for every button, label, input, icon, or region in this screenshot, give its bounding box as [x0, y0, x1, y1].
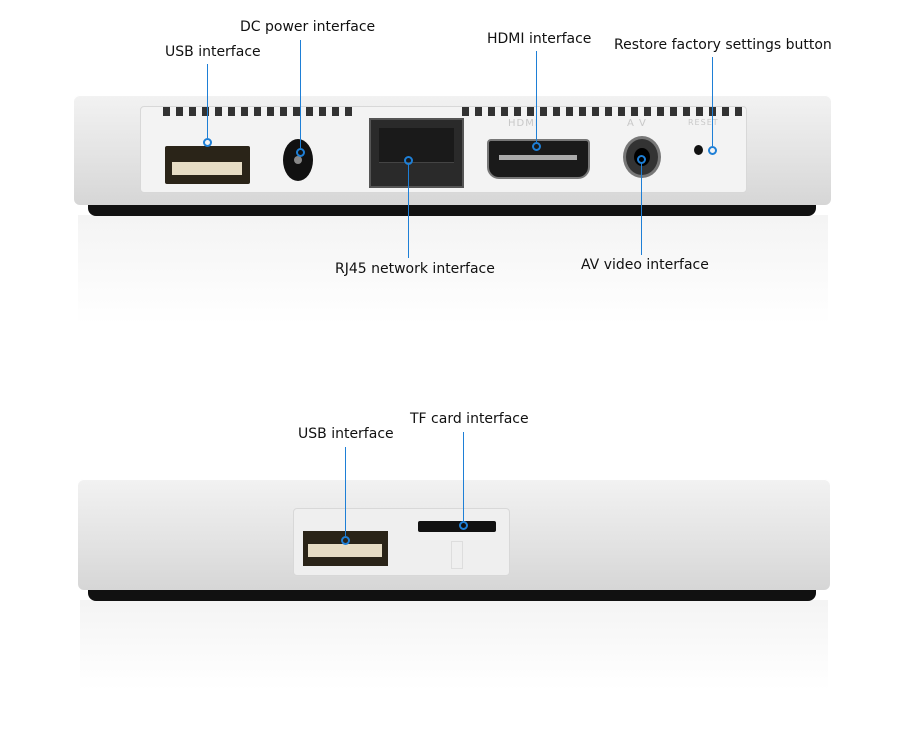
- callout-dot-reset: [708, 146, 717, 155]
- vent-slot: [254, 107, 261, 116]
- dc-power-port: [283, 139, 313, 181]
- callout-dot-hdmi: [532, 142, 541, 151]
- vent-slot: [735, 107, 742, 116]
- vent-slot: [683, 107, 690, 116]
- callout-line-tf: [463, 432, 464, 521]
- vent-slot: [644, 107, 651, 116]
- vent-slot: [267, 107, 274, 116]
- vent-slot: [293, 107, 300, 116]
- vent-slot: [202, 107, 209, 116]
- callout-dot-usb: [203, 138, 212, 147]
- reset-button-hole[interactable]: [694, 145, 703, 155]
- vent-slot: [345, 107, 352, 116]
- callout-hdmi: HDMI interface: [487, 31, 592, 47]
- rj45-port: [369, 118, 464, 188]
- vent-slot: [306, 107, 313, 116]
- vent-slot: [540, 107, 547, 116]
- callout-line-bottom-usb: [345, 447, 346, 536]
- av-print: A V: [627, 118, 647, 129]
- callout-reset: Restore factory settings button: [614, 37, 832, 53]
- reset-print: RESET: [688, 118, 719, 127]
- vent-slot: [215, 107, 222, 116]
- vent-slot: [228, 107, 235, 116]
- vent-slot: [631, 107, 638, 116]
- callout-dot-tf: [459, 521, 468, 530]
- vent-slot: [163, 107, 170, 116]
- vent-slot: [488, 107, 495, 116]
- vent-slot: [332, 107, 339, 116]
- vent-slot: [319, 107, 326, 116]
- callout-dot-bottom-usb: [341, 536, 350, 545]
- callout-tf: TF card interface: [410, 411, 529, 427]
- callout-usb: USB interface: [165, 44, 261, 60]
- vent-slot: [592, 107, 599, 116]
- vent-slot: [670, 107, 677, 116]
- callout-bottom-usb: USB interface: [298, 426, 394, 442]
- vent-slot: [241, 107, 248, 116]
- tf-card-icon: [451, 541, 463, 569]
- callout-av: AV video interface: [581, 257, 709, 273]
- vent-slot: [722, 107, 729, 116]
- callout-line-usb: [207, 64, 208, 138]
- callout-rj45: RJ45 network interface: [335, 261, 495, 277]
- callout-line-dc-power: [300, 40, 301, 148]
- callout-line-av: [641, 163, 642, 255]
- callout-line-rj45: [408, 164, 409, 258]
- vent-slot: [501, 107, 508, 116]
- vent-slot: [553, 107, 560, 116]
- vent-slot: [176, 107, 183, 116]
- vent-slot: [475, 107, 482, 116]
- top-device-reflection: [78, 215, 828, 325]
- vent-slot: [462, 107, 469, 116]
- vent-slot: [696, 107, 703, 116]
- callout-dc-power: DC power interface: [240, 19, 376, 35]
- vent-slot: [514, 107, 521, 116]
- callout-line-hdmi: [536, 51, 537, 142]
- vent-slot: [566, 107, 573, 116]
- vent-slot: [579, 107, 586, 116]
- vent-slot: [189, 107, 196, 116]
- callout-line-reset: [712, 57, 713, 146]
- vent-slot: [280, 107, 287, 116]
- vent-slot: [657, 107, 664, 116]
- vent-slot: [618, 107, 625, 116]
- callout-dot-dc-power: [296, 148, 305, 157]
- hdmi-print: HDMI: [508, 118, 539, 129]
- bottom-device-reflection: [80, 600, 828, 690]
- vent-slot: [605, 107, 612, 116]
- tf-card-slot: [418, 521, 496, 532]
- usb-port: [165, 146, 250, 184]
- vent-slot: [527, 107, 534, 116]
